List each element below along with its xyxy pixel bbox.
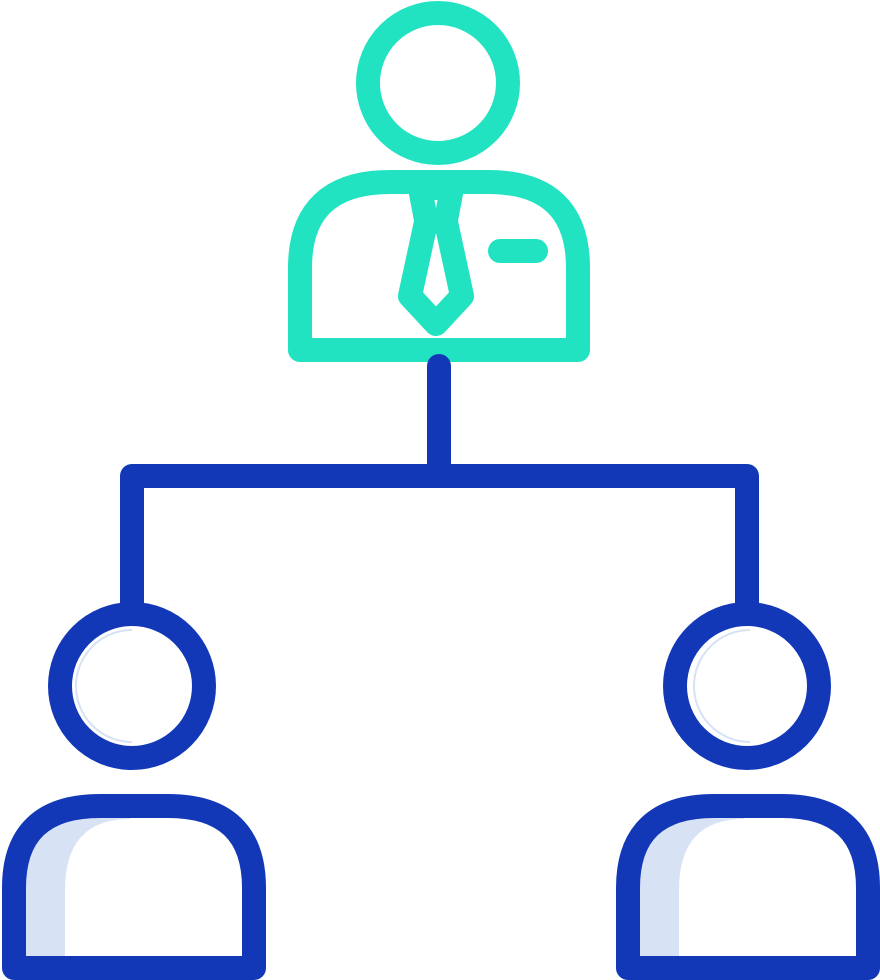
connector-lines (120, 354, 759, 616)
subordinate-right-body (616, 794, 880, 980)
subordinate-left-head (48, 602, 216, 770)
subordinate-left-body-shade (25, 817, 131, 957)
subordinate-left-figure (2, 602, 266, 980)
subordinate-right-head-shade (693, 629, 751, 743)
subordinate-right-body-shade (639, 817, 745, 957)
subordinate-right-figure (616, 602, 880, 980)
manager-body (288, 170, 590, 362)
subordinate-right-head (663, 602, 831, 770)
subordinate-left-head-shade (75, 629, 133, 743)
manager-figure (288, 1, 590, 362)
subordinate-left-body (2, 794, 266, 980)
manager-head (356, 1, 520, 165)
manager-tie-icon (398, 176, 474, 336)
connector-branch (120, 464, 759, 616)
